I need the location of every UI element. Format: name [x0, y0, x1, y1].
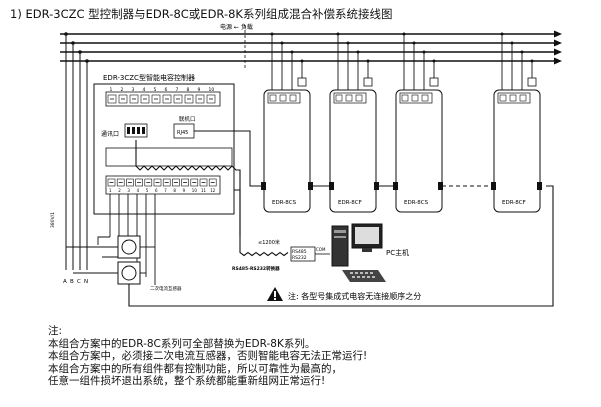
capacitor-module: EDR-8CF [493, 32, 541, 213]
terminal-number: 10 [209, 87, 215, 93]
terminal-number: 5 [146, 188, 149, 193]
terminal-number: 9 [198, 87, 201, 93]
notes-block: 注: 本组合方案中的EDR-8C系列可全部替换为EDR-8K系列。 本组合方案中… [48, 325, 367, 388]
capacitor-module: EDR-8CS [263, 32, 311, 213]
converter-line1: RS485 [292, 249, 307, 255]
terminal-number: 12 [210, 188, 216, 193]
rj45-label: RJ45 [177, 130, 188, 136]
terminal-number: 10 [192, 188, 198, 193]
terminal-number: 1 [109, 188, 112, 193]
chain-plugs [261, 182, 542, 190]
terminal-number: 9 [183, 188, 186, 193]
terminal-number: 4 [143, 87, 146, 93]
note-line: 本组合方案中的所有组件都有控制功能，所以可靠性为最高的， [48, 362, 342, 375]
cable-length-label: ≤1200米 [258, 239, 280, 246]
warning-icon [267, 287, 283, 301]
comm-port-pins [127, 127, 145, 134]
phase-label: C [77, 279, 81, 285]
phase-label: A [63, 279, 67, 285]
phase-label: B [70, 279, 74, 285]
module-label: EDR-8CF [338, 200, 362, 206]
capacitor-modules: EDR-8CS EDR-8CF EDR-8CS EDR-8CF [263, 32, 541, 213]
terminal-number: 11 [201, 188, 207, 193]
terminal-number: 3 [127, 188, 130, 193]
converter-caption: RS485-RS232转换器 [232, 265, 280, 272]
module-label: EDR-8CF [502, 200, 526, 206]
terminal-number: 4 [137, 188, 140, 193]
bus-junctions [64, 32, 89, 63]
phase-label: N [84, 279, 88, 285]
comm-port [124, 123, 148, 138]
terminal-number: 7 [164, 188, 167, 193]
com-label: COM [316, 247, 326, 252]
pc-icon [331, 223, 386, 282]
capacitor-module: EDR-8CS [395, 32, 443, 213]
warning-note: 注: 各型号集成式电容无连接顺序之分 [288, 291, 421, 301]
note-line: 任意一组件损坏退出系统，整个系统都能重新组网正常运行! [48, 375, 326, 388]
terminal-number: 6 [155, 188, 158, 193]
note-line: 注: [48, 325, 63, 337]
note-line: 本组合方案中，必须接二次电流互感器，否则智能电容无法正常运行! [48, 350, 368, 363]
input-drops [65, 34, 88, 270]
note-line: 本组合方案中的EDR-8C系列可全部替换为EDR-8K系列。 [48, 337, 316, 350]
terminal-number: 7 [176, 87, 179, 93]
pc-label: PC主机 [386, 248, 409, 257]
terminal-number: 3 [132, 87, 135, 93]
controller-name: EDR-3CZC型智能电容控制器 [103, 73, 195, 82]
power-bus [60, 33, 555, 62]
diagram-title: 1) EDR-3CZC 型控制器与EDR-8C或EDR-8K系列组成混合补偿系统… [10, 7, 393, 21]
terminal-number: 6 [165, 87, 168, 93]
power-load-label: 电源 ← 负载 [220, 23, 253, 31]
network-chain [194, 130, 494, 187]
controller-mid-panel [105, 147, 233, 167]
comm-port-label: 通讯口 [101, 130, 119, 138]
top-terminal-numbers: 1 2 3 4 5 6 7 8 9 10 [110, 87, 215, 93]
terminal-number: 2 [118, 188, 121, 193]
current-transformers [117, 235, 141, 285]
network-port-label: 联机口 [179, 115, 196, 123]
terminal-number: 5 [154, 87, 157, 93]
input-label: 380V/1 [50, 212, 56, 228]
converter-line2: RS232 [292, 255, 307, 261]
terminal-number: 1 [110, 87, 113, 93]
bottom-terminal-row [107, 178, 217, 187]
rs485-twisted-cable [135, 140, 289, 257]
capacitor-module: EDR-8CF [329, 32, 377, 213]
terminal-number: 2 [121, 87, 124, 93]
terminal-number: 8 [173, 188, 176, 193]
bus-arrows [554, 30, 562, 65]
module-label: EDR-8CS [404, 200, 429, 206]
module-label: EDR-8CS [272, 200, 297, 206]
ct-wires [66, 246, 155, 274]
ct-label: 二次电流互感器 [150, 285, 182, 292]
terminal-number: 8 [187, 87, 190, 93]
top-terminal-row [107, 94, 216, 104]
